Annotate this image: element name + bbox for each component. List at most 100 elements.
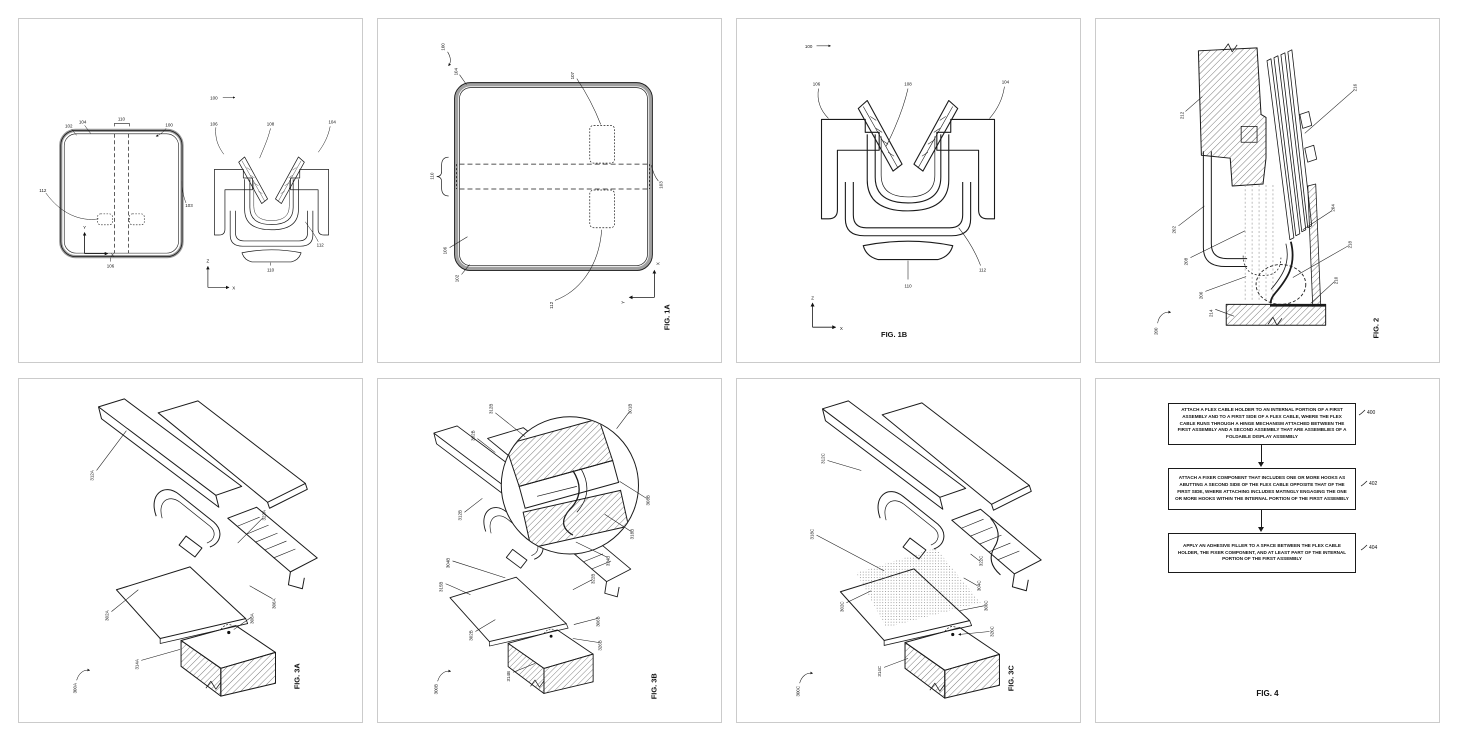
axis-label: Z — [207, 259, 210, 264]
ref-label: 200 — [1154, 327, 1159, 335]
fig3a-drawing: 312A 322A 302A 306A 308A 314A 300A FIG. … — [73, 398, 318, 697]
cover-drawing: 102 104 110 100 112 103 106 100 106 108 … — [39, 96, 336, 291]
ref-label: 108 — [267, 121, 275, 126]
ref-label: 106 — [813, 82, 821, 87]
figure-panel-fig3c[interactable]: 312C 318C 302C 322C 304C 306C 320C 314C … — [736, 378, 1081, 723]
figure-panel-fig3a[interactable]: 312A 322A 302A 306A 308A 314A 300A FIG. … — [18, 378, 363, 723]
ref-label: 302C — [839, 601, 844, 612]
flow-step-ref: 402 — [1360, 480, 1377, 487]
ref-label: 212 — [1179, 111, 1184, 119]
ref-label: 304B — [446, 558, 451, 568]
fig1a-drawing: 100 104 107 110 103 106 102 112 X Y FIG.… — [430, 43, 672, 331]
ref-label: 326B — [598, 640, 603, 650]
ref-label: 301B — [628, 404, 633, 414]
ref-label: 100 — [805, 44, 813, 49]
ref-label: 322B — [591, 574, 596, 584]
ref-label: 312A — [90, 470, 95, 480]
leader-curve — [1360, 544, 1368, 551]
ref-label: 312B — [488, 404, 493, 414]
ref-label: 300B — [434, 684, 439, 694]
ref-label: 112 — [39, 188, 47, 193]
flow-step-1: ATTACH A FLEX CABLE HOLDER TO AN INTERNA… — [1168, 403, 1356, 445]
ref-label: 308B — [645, 495, 650, 505]
figure-panel-cover[interactable]: 102 104 110 100 112 103 106 100 106 108 … — [18, 18, 363, 363]
figure-panel-fig1a[interactable]: 100 104 107 110 103 106 102 112 X Y FIG.… — [377, 18, 722, 363]
ref-label: 100 — [165, 122, 173, 127]
fig3b-drawing: 312B 301B 302B 312B 304B 315B 302B 314B … — [433, 404, 658, 700]
ref-label: 106 — [210, 121, 218, 126]
ref-label: 208 — [1183, 257, 1188, 265]
ref-label: 308A — [250, 613, 255, 623]
ref-label: 322A — [262, 510, 267, 520]
ref-label: 102 — [65, 123, 73, 128]
flow-step-ref: 404 — [1360, 544, 1377, 551]
ref-label: 214 — [1208, 309, 1213, 317]
axis-label: Y — [83, 225, 86, 230]
flow-step-ref: 400 — [1358, 409, 1375, 416]
axis-label: Y — [621, 301, 626, 304]
fig2-drawing: 212 216 202 208 204 218 206 210 214 200 … — [1154, 43, 1380, 339]
flow-arrow-line — [1261, 445, 1262, 462]
ref-label: 300C — [796, 685, 801, 696]
flow-arrowhead — [1257, 527, 1264, 532]
ref-label: 110 — [904, 283, 912, 288]
figure-caption: FIG. 3C — [1006, 665, 1015, 692]
ref-label: 306A — [272, 598, 277, 608]
ref-label: 112 — [979, 268, 987, 273]
flow-step-3: APPLY AN ADHESIVE FILLER TO A SPACE BETW… — [1168, 533, 1356, 573]
ref-label: 106 — [107, 264, 115, 269]
ref-label: 318C — [810, 528, 815, 539]
figure-caption: FIG. 3B — [649, 673, 658, 700]
ref-label: 100 — [210, 96, 218, 101]
figure-caption: FIG. 1A — [662, 304, 671, 331]
ref-label: 110 — [118, 116, 126, 121]
ref-label: 104 — [79, 119, 87, 124]
ref-label: 204 — [1331, 204, 1336, 212]
figure-panel-fig3b[interactable]: 312B 301B 302B 312B 304B 315B 302B 314B … — [377, 378, 722, 723]
ref-label: 100 — [441, 43, 446, 51]
flow-arrow-line — [1261, 510, 1262, 527]
figure-caption: FIG. 3A — [292, 663, 301, 690]
ref-label: 104 — [454, 67, 459, 75]
ref-label: 320C — [990, 625, 995, 636]
ref-label: 106 — [443, 246, 448, 254]
ref-label: 312B — [458, 510, 463, 520]
ref-label: 202 — [1172, 226, 1177, 234]
ref-label: 107 — [570, 71, 575, 79]
figure-panel-fig4[interactable]: ATTACH A FLEX CABLE HOLDER TO AN INTERNA… — [1095, 378, 1440, 723]
ref-label: 322C — [979, 555, 984, 566]
figure-caption: FIG. 4 — [1256, 689, 1279, 698]
axis-label: X — [111, 253, 114, 258]
figure-panel-fig2[interactable]: 212 216 202 208 204 218 206 210 214 200 … — [1095, 18, 1440, 363]
fig1b-drawing: 100 106 108 104 112 110 Z X FIG. 1B — [805, 44, 1010, 339]
axis-label: X — [840, 326, 843, 331]
ref-label: 210 — [1334, 276, 1339, 284]
ref-label: 103 — [185, 203, 193, 208]
ref-label: 110 — [267, 268, 275, 273]
ref-label: 306B — [596, 616, 601, 626]
figure-caption: FIG. 2 — [1371, 318, 1380, 339]
ref-label: 300A — [73, 683, 78, 693]
figure-panel-fig1b[interactable]: 100 106 108 104 112 110 Z X FIG. 1B — [736, 18, 1081, 363]
ref-label: 302B — [470, 430, 475, 440]
ref-label: 314C — [877, 665, 882, 676]
flow-step-2: ATTACH A FIXER COMPONENT THAT INCLUDES O… — [1168, 468, 1356, 510]
ref-label: 218 — [1348, 240, 1353, 248]
ref-label: 104 — [1002, 80, 1010, 85]
ref-label: 302B — [468, 630, 473, 640]
ref-label: 216 — [1352, 83, 1357, 91]
ref-label: 314B — [506, 671, 511, 681]
ref-label: 324B — [606, 556, 611, 566]
axis-label: X — [232, 285, 235, 290]
ref-label: 108 — [904, 82, 912, 87]
ref-label: 112 — [549, 301, 554, 309]
axis-label: X — [655, 262, 660, 265]
ref-label: 306C — [984, 600, 989, 611]
ref-label: 103 — [658, 181, 663, 189]
ref-label: 302A — [104, 610, 109, 620]
figure-caption: FIG. 1B — [881, 330, 908, 339]
leader-curve — [1360, 480, 1368, 487]
fig3c-drawing: 312C 318C 302C 322C 304C 306C 320C 314C … — [796, 400, 1042, 699]
ref-label: 315B — [439, 582, 444, 592]
